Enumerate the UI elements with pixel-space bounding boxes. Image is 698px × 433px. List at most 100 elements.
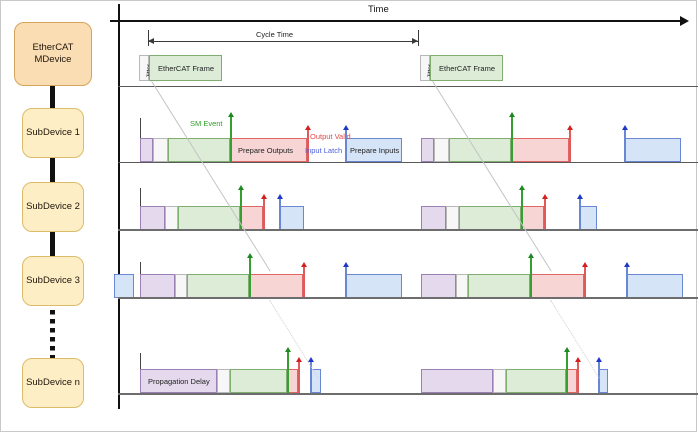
row1-block-jitter-c1[interactable] bbox=[153, 138, 168, 162]
row1-block-frame-c2[interactable] bbox=[449, 138, 511, 162]
row3-block-jitter-c2[interactable] bbox=[456, 274, 468, 298]
rown-event-sm-c1-arrow-icon bbox=[284, 347, 291, 352]
row1-block-propagation-c2[interactable] bbox=[421, 138, 434, 162]
row3-block-prepare-outputs-c2[interactable] bbox=[530, 274, 584, 298]
propagation-diagonal-c1-solid bbox=[151, 81, 271, 272]
row1-event-output-valid-c1[interactable] bbox=[307, 130, 309, 162]
block-ethercat-frame-c1[interactable] bbox=[149, 55, 222, 81]
row2-event-input-latch-c1-arrow-icon bbox=[276, 194, 283, 199]
row2-block-jitter-c2[interactable] bbox=[446, 206, 459, 230]
row3-block-frame-c2[interactable] bbox=[468, 274, 530, 298]
rown-event-output-valid-c2[interactable] bbox=[577, 362, 579, 393]
row3-block-prepare-inputs-c2[interactable] bbox=[626, 274, 683, 298]
row3-event-sm-c1[interactable] bbox=[249, 258, 251, 298]
row1-block-prepare-outputs-c1[interactable] bbox=[230, 138, 307, 162]
row2-event-sm-c1[interactable] bbox=[240, 190, 242, 230]
row1-block-prepare-inputs-c1[interactable] bbox=[345, 138, 402, 162]
link-master-sub1 bbox=[50, 86, 55, 108]
row3-event-input-latch-c2-arrow-icon bbox=[623, 262, 630, 267]
row2-event-output-valid-c1[interactable] bbox=[263, 199, 265, 230]
row3-event-output-valid-c2[interactable] bbox=[584, 267, 586, 298]
time-axis-title: Time bbox=[368, 4, 389, 15]
rown-block-propagation-c1[interactable] bbox=[140, 369, 217, 393]
row3-block-jitter-c1[interactable] bbox=[175, 274, 187, 298]
row1-event-output-valid-c2-arrow-icon bbox=[566, 125, 573, 130]
row1-block-prepare-outputs-c2[interactable] bbox=[511, 138, 569, 162]
device-node-master[interactable]: EtherCAT MDevice bbox=[14, 22, 92, 86]
device-node-sub1[interactable]: SubDevice 1 bbox=[22, 108, 84, 158]
row3-event-input-latch-c1[interactable] bbox=[345, 267, 347, 298]
row2-event-input-latch-c2[interactable] bbox=[579, 199, 581, 230]
row3-event-sm-c2-arrow-icon bbox=[527, 253, 534, 258]
row2-block-prepare-inputs-c1[interactable] bbox=[279, 206, 304, 230]
rown-block-frame-c2[interactable] bbox=[506, 369, 566, 393]
row-separator-1 bbox=[118, 162, 698, 163]
row2-event-output-valid-c2[interactable] bbox=[544, 199, 546, 230]
row3-event-input-latch-c2[interactable] bbox=[626, 267, 628, 298]
row3-event-sm-c1-arrow-icon bbox=[246, 253, 253, 258]
rown-event-input-latch-c1[interactable] bbox=[310, 362, 312, 393]
row2-event-output-valid-c1-arrow-icon bbox=[260, 194, 267, 199]
propagation-diagonal-c2-dotted bbox=[550, 300, 600, 379]
rown-event-input-latch-c2[interactable] bbox=[598, 362, 600, 393]
block-jitter-c2[interactable] bbox=[420, 55, 430, 81]
row1-event-output-valid-c1-arrow-icon bbox=[304, 125, 311, 130]
rown-event-sm-c2-arrow-icon bbox=[563, 347, 570, 352]
rown-block-prepare-outputs-c1[interactable] bbox=[287, 369, 298, 393]
device-node-sub2[interactable]: SubDevice 2 bbox=[22, 182, 84, 232]
master-label-line1: EtherCAT bbox=[32, 42, 74, 53]
block-ethercat-frame-c1-label: EtherCAT Frame bbox=[158, 64, 214, 73]
row3-event-sm-c2[interactable] bbox=[530, 258, 532, 298]
row3-block-propagation-c2[interactable] bbox=[421, 274, 456, 298]
device-node-sub2-label: SubDevice 2 bbox=[26, 201, 80, 212]
row2-block-frame-c1[interactable] bbox=[178, 206, 240, 230]
device-node-subn[interactable]: SubDevice n bbox=[22, 358, 84, 408]
rown-event-sm-c2[interactable] bbox=[566, 352, 568, 393]
rown-block-jitter-c2[interactable] bbox=[493, 369, 506, 393]
row1-prepare-inputs-label: Prepare Inputs bbox=[350, 146, 400, 155]
rown-event-sm-c1[interactable] bbox=[287, 352, 289, 393]
block-jitter-c1[interactable] bbox=[139, 55, 149, 81]
rown-block-frame-c1[interactable] bbox=[230, 369, 287, 393]
row3-block-prepare-outputs-c1[interactable] bbox=[249, 274, 303, 298]
rown-block-jitter-c1[interactable] bbox=[217, 369, 230, 393]
row2-block-propagation-c2[interactable] bbox=[421, 206, 446, 230]
block-ethercat-frame-c2[interactable] bbox=[430, 55, 503, 81]
row2-event-sm-c2[interactable] bbox=[521, 190, 523, 230]
row1-event-input-latch-c2[interactable] bbox=[624, 130, 626, 162]
row2-event-input-latch-c1[interactable] bbox=[279, 199, 281, 230]
rown-event-output-valid-c1[interactable] bbox=[298, 362, 300, 393]
row3-block-frame-c1[interactable] bbox=[187, 274, 249, 298]
row1-event-output-valid-c2[interactable] bbox=[569, 130, 571, 162]
rown-event-input-latch-c2-arrow-icon bbox=[595, 357, 602, 362]
row3-block-prepare-inputs-c0[interactable] bbox=[114, 274, 134, 298]
row1-block-jitter-c2[interactable] bbox=[434, 138, 449, 162]
block-ethercat-frame-c2-label: EtherCAT Frame bbox=[439, 64, 495, 73]
row2-block-jitter-c1[interactable] bbox=[165, 206, 178, 230]
row2-event-input-latch-c2-arrow-icon bbox=[576, 194, 583, 199]
row1-event-input-latch-c1[interactable] bbox=[345, 130, 347, 162]
row3-event-output-valid-c1[interactable] bbox=[303, 267, 305, 298]
row1-block-prepare-inputs-c2[interactable] bbox=[624, 138, 681, 162]
row1-block-propagation-c1[interactable] bbox=[140, 138, 153, 162]
rown-block-prepare-outputs-c2[interactable] bbox=[566, 369, 577, 393]
row3-block-propagation-c1[interactable] bbox=[140, 274, 175, 298]
row1-event-sm-c1-arrow-icon bbox=[227, 112, 234, 117]
rown-block-propagation-c2[interactable] bbox=[421, 369, 493, 393]
row1-event-sm-c2[interactable] bbox=[511, 117, 513, 162]
row2-block-propagation-c1[interactable] bbox=[140, 206, 165, 230]
propagation-diagonal-c2-solid bbox=[432, 81, 552, 272]
row3-block-prepare-inputs-c1[interactable] bbox=[345, 274, 402, 298]
rown-event-output-valid-c2-arrow-icon bbox=[574, 357, 581, 362]
device-node-subn-label: SubDevice n bbox=[26, 377, 80, 388]
device-node-master-label: EtherCAT MDevice bbox=[32, 42, 73, 66]
device-node-sub3-label: SubDevice 3 bbox=[26, 275, 80, 286]
device-node-sub3[interactable]: SubDevice 3 bbox=[22, 256, 84, 306]
row-separator-3 bbox=[118, 297, 698, 299]
row2-block-frame-c2[interactable] bbox=[459, 206, 521, 230]
cycle-measure-line bbox=[148, 41, 418, 42]
row1-event-sm-c1[interactable] bbox=[230, 117, 232, 162]
row2-block-prepare-inputs-c2[interactable] bbox=[579, 206, 597, 230]
cycle-arrow-right-icon bbox=[412, 37, 418, 44]
